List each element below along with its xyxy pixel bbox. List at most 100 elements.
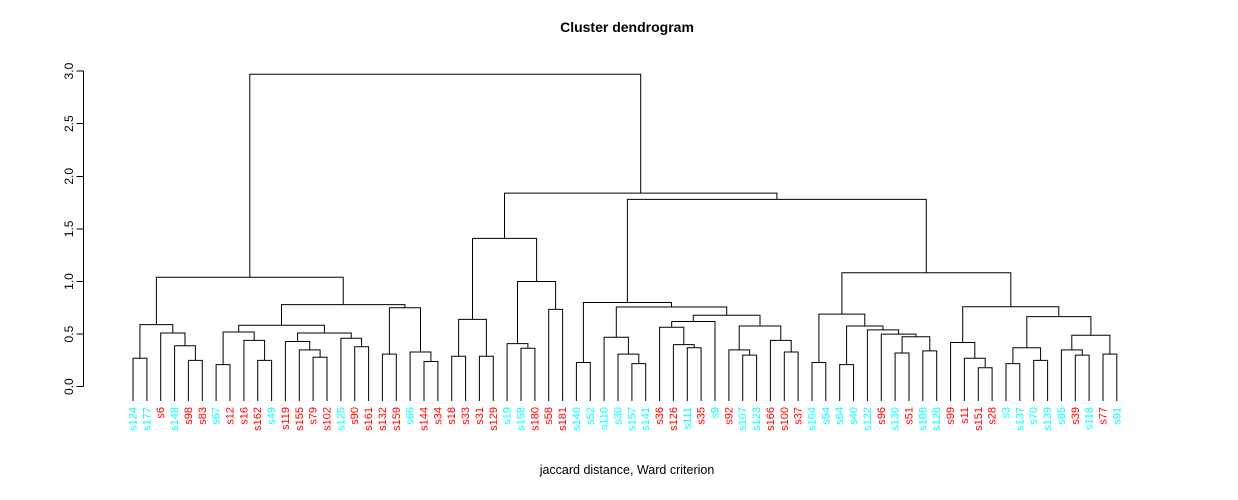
merge-bracket: [963, 357, 986, 401]
y-tick-label: 2.5: [62, 115, 76, 132]
merge-bracket: [818, 313, 866, 363]
leaf-label: s39: [1070, 407, 1082, 425]
merge-bracket: [811, 362, 827, 401]
merge-bracket: [458, 318, 487, 357]
leaf-label: s124: [128, 407, 140, 431]
merge-bracket: [222, 331, 255, 365]
leaf-label: s36: [654, 407, 666, 425]
leaf-label: s64: [834, 407, 846, 425]
leaf-label: s11: [959, 407, 971, 424]
leaf-label: s19: [502, 407, 514, 425]
leaf-label: s162: [252, 407, 264, 431]
leaf-label: s67: [211, 407, 223, 425]
leaf-label: s99: [945, 407, 957, 425]
merge-bracket: [174, 345, 196, 401]
merge-bracket: [1033, 359, 1049, 401]
merge-bracket: [340, 337, 363, 401]
leaf-label: s77: [1097, 407, 1109, 425]
merge-bracket: [894, 352, 910, 401]
merge-bracket: [1060, 349, 1083, 401]
merge-bracket: [575, 362, 591, 401]
merge-bracket: [1102, 353, 1118, 401]
merge-bracket: [187, 359, 203, 401]
leaf-label: s107: [737, 407, 749, 431]
y-tick-label: 3.0: [62, 62, 76, 79]
merge-bracket: [692, 314, 761, 326]
merge-bracket: [215, 364, 231, 401]
leaf-label: s177: [141, 407, 153, 431]
leaf-label: s151: [973, 407, 985, 431]
merge-bracket: [1012, 347, 1042, 364]
leaf-label: s110: [599, 407, 611, 430]
merge-bracket: [1026, 316, 1092, 348]
leaf-label: s126: [668, 407, 680, 431]
leaf-label: s49: [266, 407, 278, 425]
leaf-label: s155: [294, 407, 306, 431]
leaf-label: s91: [1111, 407, 1123, 425]
merge-bracket: [769, 339, 792, 401]
leaf-label: s158: [515, 407, 527, 431]
merge-bracket: [582, 302, 672, 363]
leaf-label: s100: [779, 407, 791, 431]
merge-bracket: [738, 325, 782, 350]
leaf-label: s79: [308, 407, 320, 425]
leaf-label: s125: [335, 407, 347, 431]
leaf-label: s83: [197, 407, 209, 425]
merge-bracket: [950, 342, 976, 401]
merge-bracket: [626, 198, 927, 303]
leaf-label: s9: [709, 407, 721, 419]
y-tick-label: 1.0: [62, 273, 76, 290]
leaf-label: s51: [903, 407, 915, 425]
leaf-label: s90: [349, 407, 361, 425]
merge-bracket: [312, 356, 328, 401]
leaf-label: s132: [377, 407, 389, 431]
y-tick-label: 0.5: [62, 325, 76, 342]
merge-bracket: [257, 359, 273, 401]
leaf-label: s85: [1056, 407, 1068, 425]
merge-bracket: [409, 351, 432, 401]
leaf-label: s111: [682, 407, 694, 429]
leaf-label: s139: [1042, 407, 1054, 431]
merge-bracket: [132, 357, 148, 401]
leaf-label: s54: [820, 407, 832, 425]
merge-bracket: [672, 344, 695, 401]
leaf-label: s34: [432, 407, 444, 425]
merge-bracket: [1071, 334, 1111, 355]
merge-bracket: [631, 363, 647, 401]
leaf-label: s28: [987, 407, 999, 425]
merge-bracket: [846, 325, 884, 365]
merge-bracket: [139, 324, 174, 359]
merge-bracket: [686, 347, 702, 401]
merge-bracket: [1074, 354, 1090, 401]
merge-bracket: [728, 349, 751, 401]
leaf-label: s98: [183, 407, 195, 425]
merge-bracket: [520, 347, 536, 401]
leaf-label: s129: [488, 407, 500, 431]
y-tick-label: 1.5: [62, 220, 76, 237]
merge-bracket: [977, 367, 993, 401]
leaf-label: s118: [1084, 407, 1096, 430]
merge-bracket: [423, 361, 439, 401]
leaf-label: s188: [917, 407, 929, 431]
merge-bracket: [472, 237, 538, 320]
leaf-label: s157: [626, 407, 638, 431]
merge-bracket: [742, 354, 758, 401]
leaf-label: s70: [1028, 407, 1040, 425]
merge-bracket: [548, 308, 564, 401]
leaf-label: s18: [446, 407, 458, 425]
leaf-label: s159: [391, 407, 403, 431]
leaf-label: s123: [751, 407, 763, 431]
leaf-label: s52: [585, 407, 597, 425]
merge-bracket: [659, 326, 685, 401]
y-tick-label: 0.0: [62, 378, 76, 395]
leaf-label: s104: [806, 407, 818, 431]
leaf-label: s16: [238, 407, 250, 425]
leaf-label: s144: [418, 407, 430, 431]
leaf-label: s181: [557, 407, 569, 431]
merge-bracket: [243, 339, 266, 401]
merge-bracket: [841, 272, 1012, 315]
merge-bracket: [281, 304, 406, 326]
leaf-label: s166: [765, 407, 777, 431]
